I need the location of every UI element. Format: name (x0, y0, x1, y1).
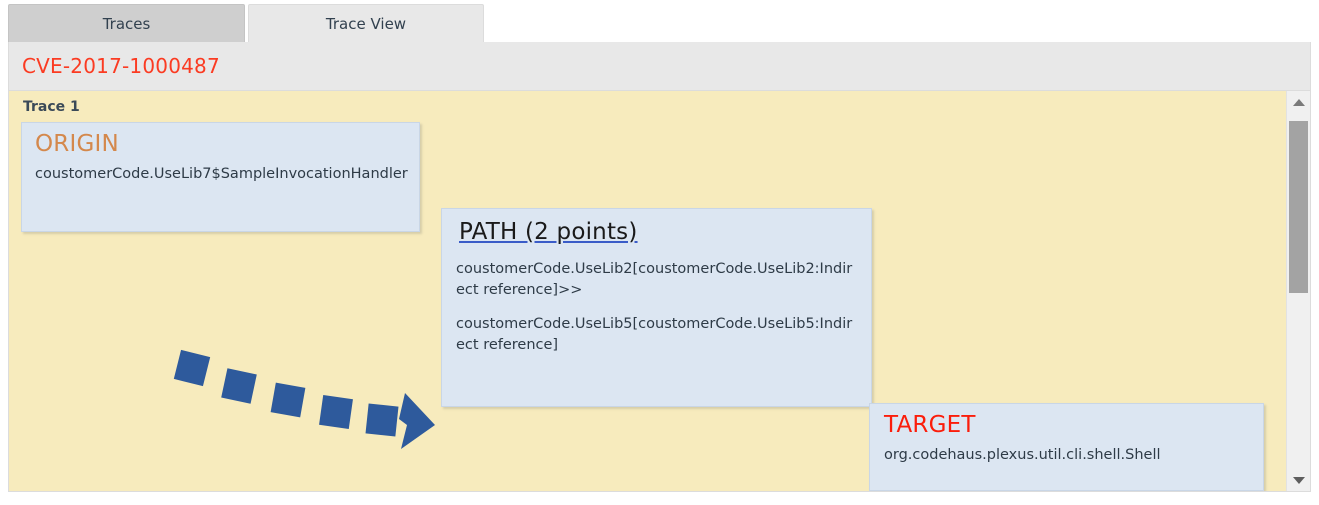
path-heading: PATH (2 points) (459, 219, 638, 245)
path-point: coustomerCode.UseLib2[coustomerCode.UseL… (456, 261, 853, 299)
cve-header-band: CVE-2017-1000487 (8, 42, 1311, 90)
path-node[interactable]: PATH (2 points) coustomerCode.UseLib2[co… (441, 208, 872, 407)
path-point: coustomerCode.UseLib5[coustomerCode.UseL… (456, 316, 853, 354)
trace-canvas-container: Trace 1 ORIGIN coustomerCode.UseLib7$Sam… (8, 90, 1311, 492)
tab-bar: Traces Trace View (0, 0, 1319, 42)
trace-canvas: Trace 1 ORIGIN coustomerCode.UseLib7$Sam… (9, 91, 1288, 491)
vertical-scroll-thumb[interactable] (1289, 121, 1308, 293)
origin-class-name: coustomerCode.UseLib7$SampleInvocationHa… (35, 166, 408, 183)
target-class-name: org.codehaus.plexus.util.cli.shell.Shell (884, 447, 1161, 464)
tab-traces[interactable]: Traces (8, 4, 245, 42)
tab-trace-view[interactable]: Trace View (248, 4, 484, 42)
tab-traces-label: Traces (102, 14, 151, 33)
scroll-up-button[interactable] (1287, 91, 1310, 113)
vertical-scrollbar[interactable] (1286, 91, 1310, 491)
cve-id-label: CVE-2017-1000487 (22, 54, 220, 78)
caret-down-icon (1292, 476, 1305, 484)
target-heading: TARGET (884, 412, 976, 438)
origin-node[interactable]: ORIGIN coustomerCode.UseLib7$SampleInvoc… (21, 122, 420, 232)
tab-trace-view-label: Trace View (325, 14, 407, 33)
origin-heading: ORIGIN (35, 131, 119, 157)
target-node[interactable]: TARGET org.codehaus.plexus.util.cli.shel… (869, 403, 1264, 491)
scroll-down-button[interactable] (1287, 469, 1310, 491)
arrow-origin-to-path (169, 349, 435, 455)
trace-title: Trace 1 (23, 99, 80, 115)
caret-up-icon (1292, 98, 1305, 106)
